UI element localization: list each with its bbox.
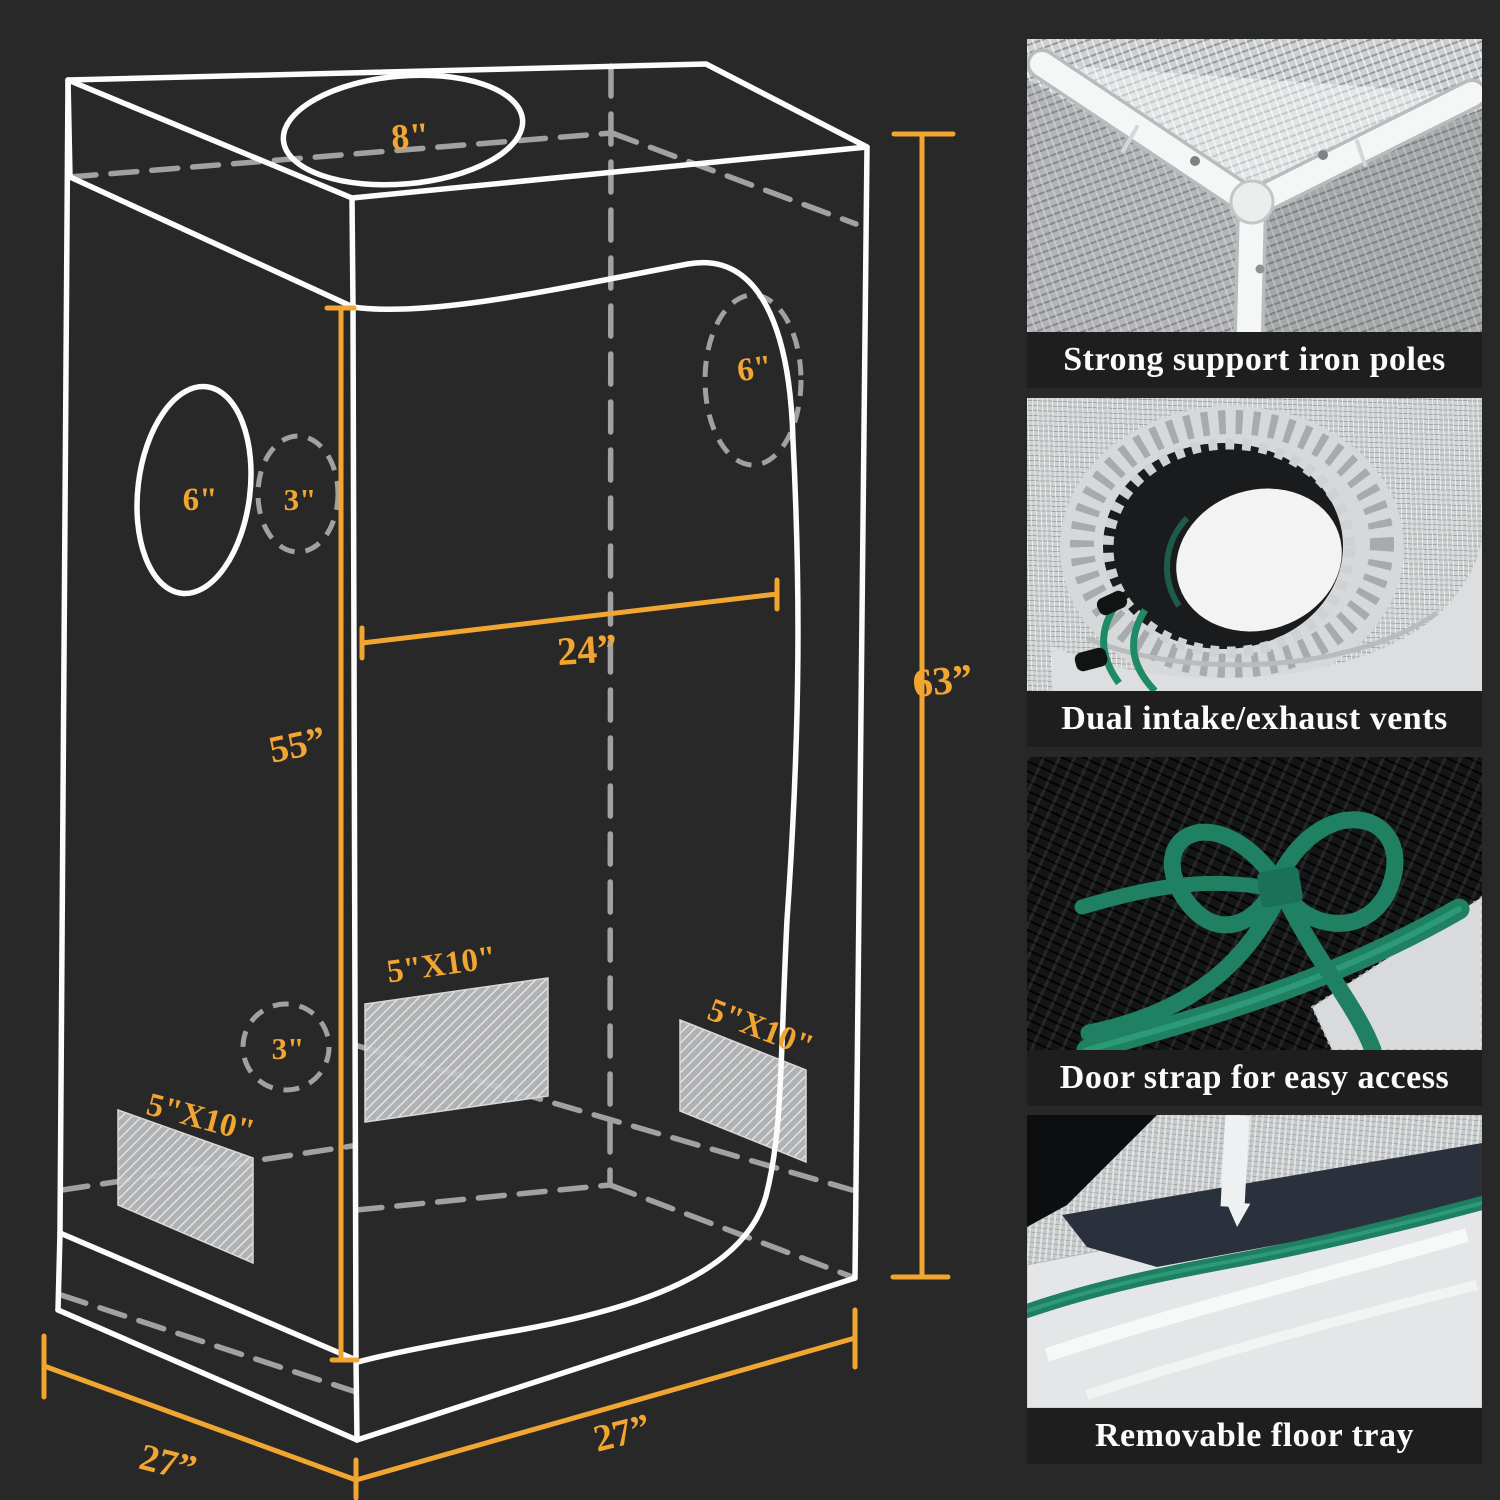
tray-green-trim xyxy=(1027,1196,1482,1318)
dashed-port-circles xyxy=(240,292,804,1093)
caption-text: Dual intake/exhaust vents xyxy=(1061,700,1448,737)
bow-right-loop xyxy=(1270,811,1404,932)
feature-panel-floor: Removable floor tray xyxy=(1027,1115,1482,1464)
caption-text: Strong support iron poles xyxy=(1063,341,1446,378)
bow-knot xyxy=(1257,866,1303,908)
pole-pin-hole xyxy=(1190,156,1200,166)
tent-dimension-diagram: 8"6"3"6"24”55”63”5"X10"5"X10"3"5"X10"27”… xyxy=(41,61,975,1500)
strap-tail-right xyxy=(1278,892,1382,1050)
photo-iron-poles xyxy=(1027,39,1482,332)
tent-wireframe xyxy=(55,61,870,1443)
door-tie-strap xyxy=(1074,811,1470,1050)
feature-panel-vents: Dual intake/exhaust vents xyxy=(1027,398,1482,747)
dim-3in-lower-port: 3" xyxy=(272,1031,305,1066)
port-6in-right-circle xyxy=(702,292,804,468)
photo-floor-tray xyxy=(1027,1115,1482,1408)
caption-floor-tray: Removable floor tray xyxy=(1027,1408,1482,1464)
cord-lock-toggle xyxy=(1096,590,1128,616)
caption-text: Door strap for easy access xyxy=(1059,1059,1450,1096)
pole-hub-connector xyxy=(1229,179,1275,225)
vent-label-middle: 5"X10" xyxy=(385,940,499,991)
mesh-ceiling-highlight xyxy=(1042,64,1472,204)
door-outline xyxy=(350,259,801,1365)
vent-opening xyxy=(1176,488,1342,632)
vent-middle xyxy=(364,977,549,1123)
dim-6in-left-vent: 6" xyxy=(183,482,218,518)
caption-text: Removable floor tray xyxy=(1094,1417,1415,1454)
vent-right xyxy=(679,1018,807,1164)
corner-shadow xyxy=(1027,1115,1157,1227)
caption-vents: Dual intake/exhaust vents xyxy=(1027,691,1482,747)
dim-8in-top-duct: 8" xyxy=(390,115,431,158)
dim-27in-depth: 27” xyxy=(135,1436,200,1491)
strap-left-end xyxy=(1074,875,1279,915)
dim-3in-upper-port: 3" xyxy=(284,482,317,517)
dim-27in-width: 27” xyxy=(589,1406,654,1461)
feature-panel-poles: Strong support iron poles xyxy=(1027,39,1482,388)
dim-63in-height: 63” xyxy=(910,655,974,706)
tray-dark-band xyxy=(1062,1143,1482,1267)
pole-pin-hole xyxy=(1318,150,1328,160)
duct-8in-ellipse xyxy=(280,72,526,188)
dimension-lines xyxy=(41,131,956,1500)
caption-iron-poles: Strong support iron poles xyxy=(1027,332,1482,388)
mesh-left-shade xyxy=(1027,79,1252,332)
cord-lock-toggle xyxy=(1074,647,1108,672)
mesh-vents xyxy=(117,977,807,1265)
pole-pin-hole xyxy=(1255,264,1265,274)
duct-sock-vent xyxy=(1052,406,1482,691)
port-6in-left-ellipse xyxy=(134,383,254,597)
port-3in-upper-circle xyxy=(255,433,341,555)
mesh-right-shade xyxy=(1249,109,1482,332)
corner-pole xyxy=(1220,1115,1250,1208)
dim-6in-right-vent: 6" xyxy=(735,349,774,389)
duct-ring-edge xyxy=(1163,515,1190,608)
caption-strap: Door strap for easy access xyxy=(1027,1050,1482,1106)
sock-drape-fabric xyxy=(1052,538,1482,691)
dimension-labels: 8"6"3"6"24”55”63”5"X10"5"X10"3"5"X10"27”… xyxy=(135,115,975,1491)
photo-duct-vent xyxy=(1027,398,1482,691)
corner-pole-y-frame xyxy=(1027,48,1482,332)
port-3in-lower-circle xyxy=(240,1001,332,1093)
feature-panel-strap: Door strap for easy access xyxy=(1027,757,1482,1106)
strap-tail-left xyxy=(1080,890,1286,1042)
dim-24in-width: 24” xyxy=(556,625,619,674)
photo-door-strap xyxy=(1027,757,1482,1050)
vent-left xyxy=(117,1108,254,1265)
dim-55in-height: 55” xyxy=(265,719,329,772)
